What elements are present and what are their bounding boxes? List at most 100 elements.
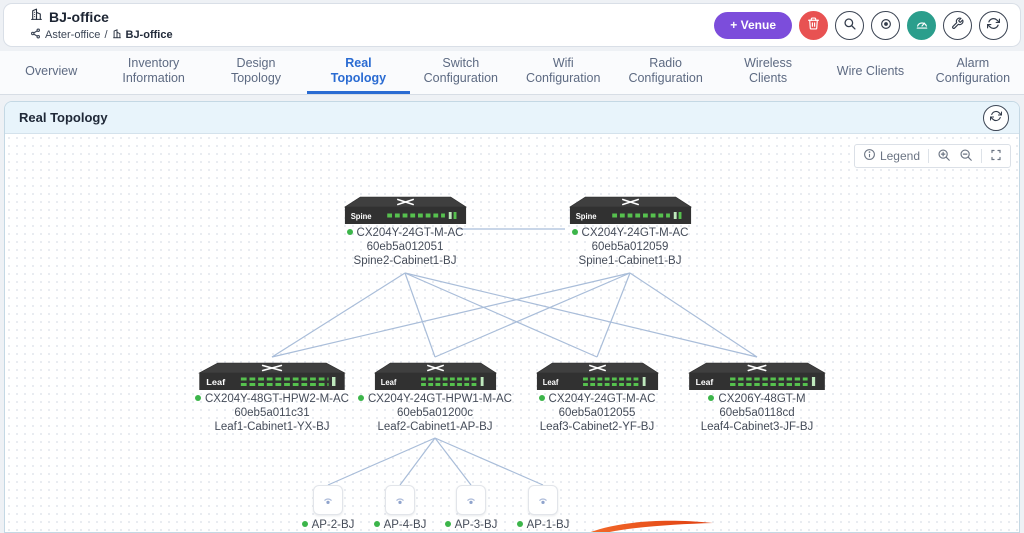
delete-button[interactable]	[799, 10, 828, 40]
device-model-line: CX204Y-24GT-M-AC	[507, 393, 687, 406]
tab-wireless-clients[interactable]: Wireless Clients	[717, 51, 819, 94]
device-serial: 60eb5a0118cd	[719, 407, 795, 419]
switch-device-icon: Leaf	[535, 362, 659, 390]
zoom-out-button[interactable]	[959, 145, 981, 167]
panel-refresh-button[interactable]	[983, 104, 1009, 131]
gauge-icon	[915, 17, 929, 34]
device-model-line: CX204Y-24GT-M-AC	[315, 227, 495, 240]
svg-text:Spine: Spine	[350, 212, 372, 221]
device-serial: 60eb5a012055	[558, 407, 636, 419]
ap-name: AP-4-BJ	[365, 519, 435, 531]
toolbar-divider	[928, 149, 929, 163]
sync-button[interactable]	[979, 10, 1008, 40]
device-name: Leaf4-Cabinet3-JF-BJ	[700, 421, 814, 433]
tab-real-topology[interactable]: Real Topology	[307, 51, 410, 94]
access-point-icon	[385, 485, 415, 515]
access-point-node[interactable]: AP-1-BJ	[508, 485, 578, 531]
search-button[interactable]	[835, 10, 864, 40]
breadcrumb-separator: /	[104, 29, 108, 41]
tools-button[interactable]	[943, 10, 972, 40]
panel-header: Real Topology	[5, 102, 1019, 134]
svg-text:Leaf: Leaf	[380, 378, 396, 387]
tab-switch-configuration[interactable]: Switch Configuration	[410, 51, 512, 94]
spine-switch-node[interactable]: Spine CX204Y-24GT-M-AC 60eb5a012051 Spin…	[315, 196, 495, 268]
topology-canvas[interactable]: Legend	[5, 134, 1019, 532]
status-up-dot	[571, 229, 578, 235]
tab-alarm-configuration[interactable]: Alarm Configuration	[922, 51, 1024, 94]
partial-logo-watermark	[590, 520, 713, 532]
tab-radio-configuration[interactable]: Radio Configuration	[614, 51, 716, 94]
tab-inventory-information[interactable]: Inventory Information	[102, 51, 204, 94]
site-header: BJ-office Aster-office / BJ-office + Ven…	[3, 3, 1021, 47]
status-up-dot	[708, 395, 715, 401]
device-name: Spine1-Cabinet1-BJ	[578, 255, 682, 267]
access-point-icon	[528, 485, 558, 515]
access-point-node[interactable]: AP-4-BJ	[365, 485, 435, 531]
trash-icon	[807, 17, 820, 33]
page-title: BJ-office	[49, 9, 109, 25]
switch-device-icon: Spine	[343, 196, 467, 224]
tab-wifi-configuration[interactable]: Wifi Configuration	[512, 51, 614, 94]
access-point-node[interactable]: AP-3-BJ	[436, 485, 506, 531]
device-model-line: CX204Y-48GT-HPW2-M-AC	[182, 393, 362, 406]
device-model-line: CX206Y-48GT-M	[667, 393, 847, 406]
leaf-switch-node[interactable]: Leaf CX204Y-48GT-HPW2-M-AC 60eb5a011c31 …	[182, 362, 362, 434]
access-point-icon	[313, 485, 343, 515]
header-actions: + Venue	[714, 10, 1008, 40]
fullscreen-icon	[990, 149, 1002, 164]
tab-label: Wireless Clients	[744, 56, 792, 85]
zoom-in-icon	[937, 148, 951, 165]
real-topology-panel: Real Topology	[4, 101, 1020, 533]
access-point-icon	[456, 485, 486, 515]
switch-device-icon: Spine	[568, 196, 692, 224]
ap-name: AP-1-BJ	[508, 519, 578, 531]
ap-name: AP-3-BJ	[436, 519, 506, 531]
fullscreen-button[interactable]	[982, 145, 1010, 167]
device-name: Leaf2-Cabinet1-AP-BJ	[377, 421, 493, 433]
switch-device-icon: Leaf	[688, 362, 826, 390]
status-up-dot	[194, 395, 201, 401]
share-network-icon	[30, 28, 41, 42]
zoom-in-button[interactable]	[929, 145, 959, 167]
dashboard-button[interactable]	[907, 10, 936, 40]
tab-wire-clients[interactable]: Wire Clients	[819, 51, 921, 94]
access-point-node[interactable]: AP-2-BJ	[293, 485, 363, 531]
add-venue-button[interactable]: + Venue	[714, 11, 792, 39]
breadcrumb-parent[interactable]: Aster-office	[45, 29, 101, 41]
refresh-icon	[986, 17, 1001, 33]
device-name: Spine2-Cabinet1-BJ	[353, 255, 457, 267]
breadcrumb: Aster-office / BJ-office	[30, 28, 173, 42]
switch-device-icon: Leaf	[198, 362, 346, 390]
locate-button[interactable]	[871, 10, 900, 40]
svg-text:Spine: Spine	[575, 212, 597, 221]
svg-text:Leaf: Leaf	[542, 378, 558, 387]
status-up-dot	[516, 521, 523, 527]
tab-design-topology[interactable]: Design Topology	[205, 51, 307, 94]
device-model-line: CX204Y-24GT-M-AC	[540, 227, 720, 240]
topology-links	[271, 228, 758, 532]
ap-name: AP-2-BJ	[293, 519, 363, 531]
spine-switch-node[interactable]: Spine CX204Y-24GT-M-AC 60eb5a012059 Spin…	[540, 196, 720, 268]
tab-label: Wire Clients	[836, 63, 905, 78]
tab-label: Alarm Configuration	[935, 56, 1011, 85]
svg-text:Leaf: Leaf	[206, 378, 225, 387]
device-name: Leaf1-Cabinet1-YX-BJ	[214, 421, 330, 433]
legend-button[interactable]: Legend	[855, 145, 928, 167]
legend-label: Legend	[879, 149, 920, 163]
tab-label: Overview	[25, 63, 78, 78]
device-model-line: CX204Y-24GT-HPW1-M-AC	[345, 393, 525, 406]
status-up-dot	[346, 229, 353, 235]
leaf-switch-node[interactable]: Leaf CX204Y-24GT-M-AC 60eb5a012055 Leaf3…	[507, 362, 687, 434]
tab-label: Wifi Configuration	[526, 56, 601, 85]
search-icon	[843, 17, 857, 34]
device-serial: 60eb5a012051	[366, 241, 444, 253]
leaf-switch-node[interactable]: Leaf CX204Y-24GT-HPW1-M-AC 60eb5a01200c …	[345, 362, 525, 434]
leaf-switch-node[interactable]: Leaf CX206Y-48GT-M 60eb5a0118cd Leaf4-Ca…	[667, 362, 847, 434]
tab-label: Switch Configuration	[423, 56, 498, 85]
tab-overview[interactable]: Overview	[0, 51, 102, 94]
status-up-dot	[373, 521, 380, 527]
breadcrumb-current: BJ-office	[125, 29, 173, 41]
panel-title: Real Topology	[19, 110, 108, 125]
building-icon	[30, 8, 43, 26]
site-header-left: BJ-office Aster-office / BJ-office	[30, 8, 173, 42]
